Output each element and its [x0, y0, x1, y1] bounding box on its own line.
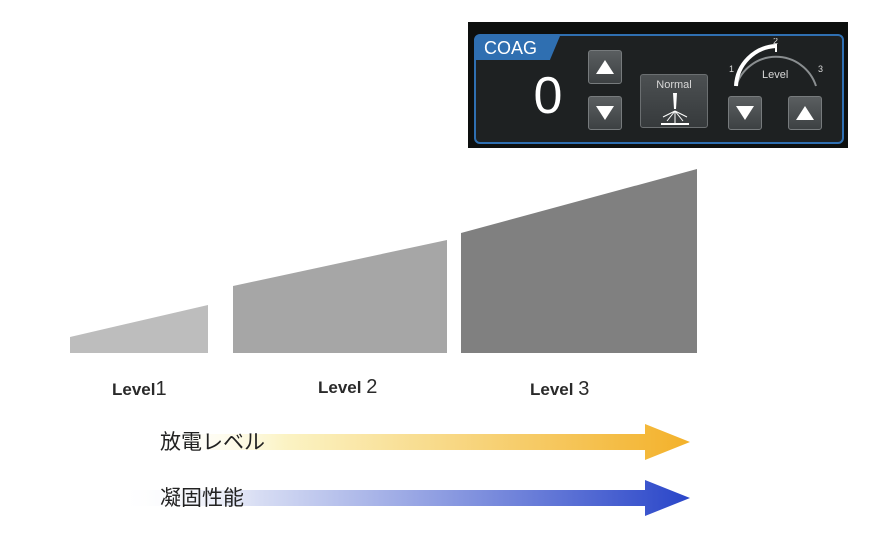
normal-mode-label: Normal [656, 79, 692, 91]
discharge-level-arrow [150, 424, 690, 460]
value-increase-button[interactable] [588, 50, 622, 84]
gauge-tick-1: 1 [729, 64, 734, 74]
value-decrease-button[interactable] [588, 96, 622, 130]
discharge-level-label: 放電レベル [160, 430, 265, 454]
normal-mode-button[interactable]: Normal [640, 74, 708, 128]
output-value-display: 0 [533, 67, 563, 125]
triangle-up-icon [796, 106, 814, 120]
level-1-wedge [70, 305, 208, 353]
discharge-level-row: 放電レベル [0, 420, 870, 460]
level-increase-button[interactable] [788, 96, 822, 130]
level-gauge: 1 2 3 Level [729, 38, 823, 87]
coagulation-performance-arrow [118, 480, 690, 516]
level-decrease-button[interactable] [728, 96, 762, 130]
level-2-wedge [233, 240, 447, 353]
mode-tab-coag[interactable]: COAG [476, 36, 560, 60]
level-2-label: Level 2 [318, 376, 378, 398]
coag-control-panel: COAG 0 Normal [468, 22, 848, 148]
gauge-tick-3: 3 [818, 64, 823, 74]
triangle-up-icon [596, 60, 614, 74]
coag-panel-frame: COAG 0 Normal [474, 34, 844, 144]
triangle-down-icon [736, 106, 754, 120]
coagulation-performance-label: 凝固性能 [160, 486, 244, 510]
coagulation-performance-row: 凝固性能 [0, 476, 870, 516]
triangle-down-icon [596, 106, 614, 120]
level-1-label: Level1 [112, 378, 167, 400]
gauge-tick-2: 2 [773, 38, 778, 46]
spark-electrode-icon [661, 93, 689, 125]
gauge-title: Level [762, 69, 788, 81]
level-3-label: Level 3 [530, 378, 590, 400]
level-3-wedge [461, 169, 697, 353]
